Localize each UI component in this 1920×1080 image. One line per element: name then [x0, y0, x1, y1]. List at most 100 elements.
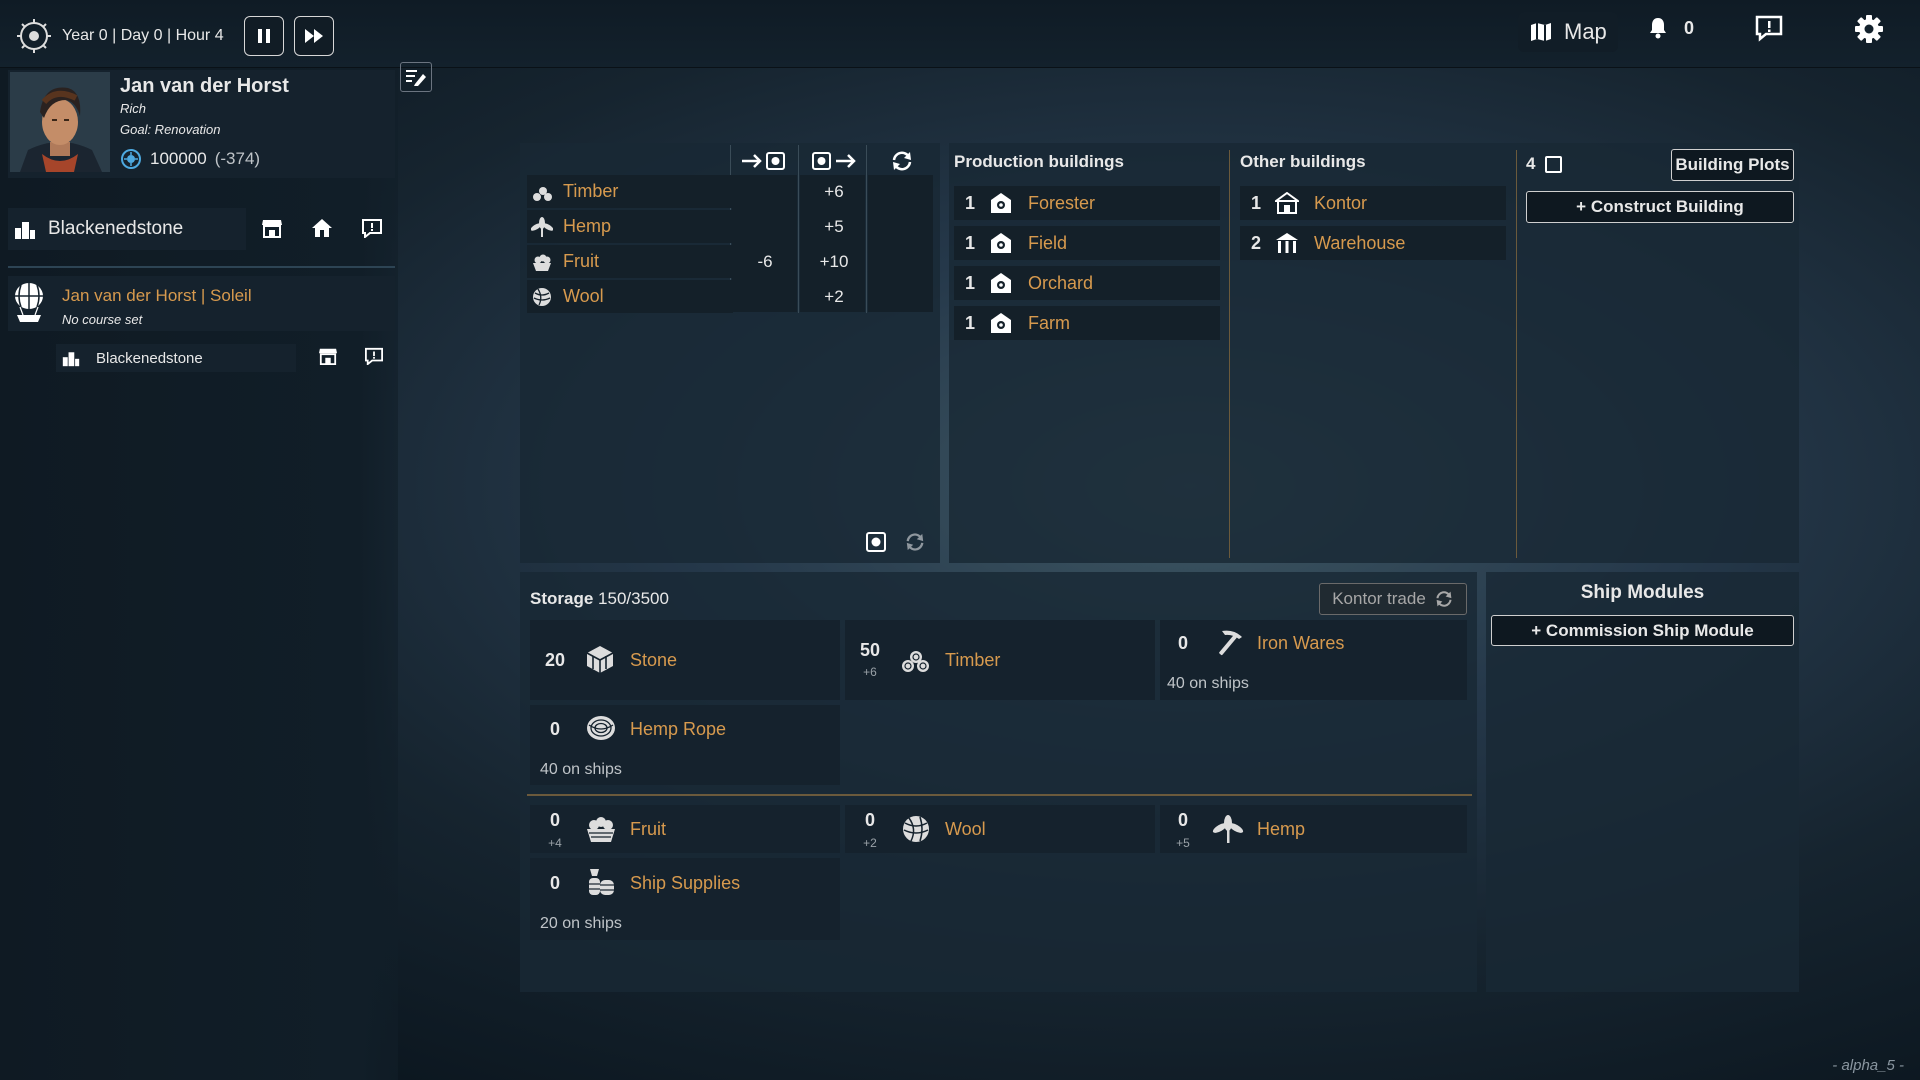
wool-icon [533, 287, 551, 306]
city-icon [15, 222, 35, 239]
storage-item-fruit[interactable] [530, 805, 840, 853]
production-row-hemp[interactable]: Hemp [527, 210, 733, 243]
sidebar-divider [8, 266, 395, 268]
other-buildings-title: Other buildings [1240, 152, 1366, 171]
production-icon [866, 532, 886, 552]
storage-item-timber[interactable] [845, 620, 1155, 700]
storage-item-stone[interactable] [530, 620, 840, 700]
market-icon [262, 220, 282, 238]
city-name: Blackenedstone [48, 218, 184, 239]
kontor-trade-label: Kontor trade [1332, 589, 1426, 608]
production-settings-button[interactable] [866, 532, 886, 552]
input-column-icon [740, 150, 788, 172]
city-home-button[interactable] [302, 208, 342, 248]
storage-label: Storage [530, 589, 594, 608]
building-name: Warehouse [1314, 232, 1406, 253]
refresh-column-icon [890, 150, 914, 172]
production-row-timber[interactable]: Timber [527, 175, 733, 208]
fruit-icon [533, 254, 551, 271]
ship-city-row[interactable]: Blackenedstone [56, 344, 296, 372]
item-count: 0 [549, 810, 560, 830]
item-name: Hemp [1257, 819, 1306, 839]
plot-square-icon [1545, 155, 1563, 173]
ship-name[interactable]: Jan van der Horst | Soleil [62, 286, 252, 305]
ship-city-name: Blackenedstone [96, 349, 203, 367]
ship-supplies-icon [585, 866, 617, 898]
wool-icon [900, 814, 932, 844]
production-row-wool[interactable]: Wool [527, 280, 733, 313]
building-plots-button[interactable]: Building Plots [1671, 149, 1794, 181]
money-value: 100000 [150, 149, 207, 168]
refresh-icon [906, 533, 924, 551]
city-market-button[interactable] [252, 208, 292, 248]
notifications-button[interactable]: 0 [1646, 16, 1694, 40]
edit-notes-button[interactable] [400, 62, 432, 92]
item-name: Iron Wares [1257, 633, 1345, 653]
storage-item-hemp-rope[interactable] [530, 705, 840, 785]
good-name: Timber [563, 181, 619, 201]
item-delta: +4 [548, 836, 562, 850]
market-icon [319, 348, 337, 365]
commission-ship-module-button[interactable]: + Commission Ship Module [1491, 615, 1794, 646]
building-warehouse[interactable]: 2 Warehouse [1240, 226, 1506, 260]
production-refresh-button[interactable] [904, 532, 926, 552]
production-building-icon [986, 232, 1016, 254]
ship-info-button[interactable] [354, 336, 394, 376]
storage-title: Storage 150/3500 [530, 589, 669, 609]
storage-item-iron-wares[interactable] [1160, 620, 1467, 700]
item-name: Wool [945, 819, 986, 839]
fast-forward-button[interactable] [293, 16, 334, 56]
item-count: 0 [1177, 810, 1188, 830]
building-name: Field [1028, 232, 1068, 253]
building-kontor[interactable]: 1 Kontor [1240, 186, 1506, 220]
building-count: 1 [1250, 192, 1261, 213]
city-selector[interactable]: Blackenedstone [8, 208, 246, 250]
building-count: 1 [964, 312, 975, 333]
money-delta: (-374) [214, 149, 261, 168]
production-building-icon [986, 272, 1016, 294]
ship-modules-title: Ship Modules [1580, 582, 1705, 603]
pause-button[interactable] [243, 16, 284, 56]
building-orchard[interactable]: 1 Orchard [954, 266, 1220, 300]
version-label: - alpha_5 - [1832, 1057, 1904, 1074]
message-icon [362, 219, 382, 238]
item-name: Hemp Rope [630, 719, 727, 739]
hemp-icon [1212, 814, 1244, 844]
item-on-ships: 20 on ships [540, 915, 622, 932]
storage-item-wool[interactable] [845, 805, 1155, 853]
player-status: Rich [120, 101, 147, 116]
item-name: Stone [630, 650, 678, 670]
production-row-fruit[interactable]: Fruit [527, 245, 733, 278]
feedback-button[interactable] [1754, 14, 1784, 42]
hemp-icon [531, 216, 553, 237]
building-farm[interactable]: 1 Farm [954, 306, 1220, 340]
ship-item[interactable] [8, 276, 395, 331]
plots-counter: 4 [1526, 154, 1563, 174]
storage-item-hemp[interactable] [1160, 805, 1467, 853]
gear-icon [1855, 15, 1883, 43]
building-forester[interactable]: 1 Forester [954, 186, 1220, 220]
storage-item-ship-supplies[interactable] [530, 858, 840, 940]
fruit-consumed: -6 [757, 252, 773, 271]
message-icon [365, 347, 383, 365]
fruit-icon [585, 814, 617, 844]
city-icon [62, 352, 80, 367]
refresh-icon [1436, 591, 1452, 607]
warehouse-icon [1272, 232, 1302, 254]
building-count: 2 [1250, 232, 1261, 253]
player-portrait [10, 72, 110, 172]
settings-button[interactable] [1854, 14, 1884, 44]
item-delta: +2 [863, 836, 877, 850]
ship-market-button[interactable] [308, 336, 348, 376]
kontor-trade-button[interactable]: Kontor trade [1319, 583, 1467, 615]
map-button[interactable]: Map [1518, 12, 1618, 52]
item-delta: +5 [1176, 836, 1190, 850]
player-money: 100000 (-374) [120, 148, 260, 170]
player-name: Jan van der Horst [120, 75, 289, 97]
construct-building-button[interactable]: + Construct Building [1526, 191, 1794, 223]
item-on-ships: 40 on ships [540, 761, 622, 778]
building-field[interactable]: 1 Field [954, 226, 1220, 260]
city-info-button[interactable] [352, 208, 392, 248]
building-count: 1 [964, 232, 975, 253]
date-display: Year 0 | Day 0 | Hour 4 [16, 16, 334, 56]
